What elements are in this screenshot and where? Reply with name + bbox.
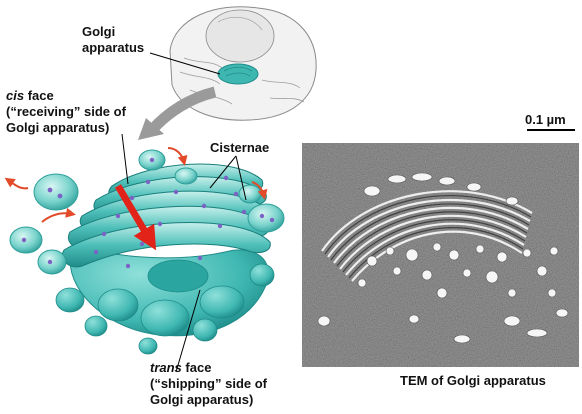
- trans-label-line2: (“shipping” side of: [150, 376, 267, 391]
- zoom-curve-arrowhead: [138, 118, 164, 140]
- vesicle: [138, 149, 166, 171]
- trans-face-label: trans face (“shipping” side of Golgi app…: [150, 360, 267, 408]
- cisternae-label: Cisternae: [210, 140, 270, 155]
- vesicle: [37, 249, 67, 275]
- vesicle: [33, 173, 79, 211]
- golgi-label-line1: Golgi: [82, 24, 116, 39]
- golgi-leader-line: [149, 52, 221, 75]
- vesicle: [247, 203, 285, 233]
- tem-micrograph: [302, 143, 579, 367]
- trans-leader-line: [175, 289, 201, 373]
- vesicle: [9, 226, 43, 254]
- vesicle: [192, 318, 218, 342]
- zoom-curve-arrow: [147, 86, 217, 134]
- cis-face-word: face: [24, 88, 54, 103]
- vesicle: [55, 287, 85, 313]
- vesicles: [9, 149, 285, 355]
- cis-to-trans-arrow: [114, 184, 157, 251]
- cis-label-line2: (“receiving” side of: [6, 104, 126, 119]
- cis-label-line3: Golgi apparatus): [6, 120, 110, 135]
- vesicle: [249, 263, 275, 287]
- golgi-stack: [62, 163, 271, 337]
- vesicle: [84, 315, 108, 337]
- golgi-apparatus-label: Golgi apparatus: [82, 24, 144, 56]
- tem-caption: TEM of Golgi apparatus: [400, 373, 546, 388]
- vesicle-movement-arrows: [4, 147, 268, 223]
- golgi-label-line2: apparatus: [82, 40, 145, 55]
- vesicle: [174, 167, 198, 185]
- cisternae-leader-line-1: [209, 155, 237, 189]
- cis-face-label: cis face (“receiving” side of Golgi appa…: [6, 88, 126, 136]
- scale-bar-label: 0.1 µm: [525, 112, 566, 127]
- vesicle: [238, 184, 262, 204]
- cis-italic: cis: [6, 88, 25, 103]
- cisternae-leader-line-2: [235, 155, 247, 201]
- trans-face-word: face: [181, 360, 212, 375]
- cis-leader-line: [121, 133, 129, 185]
- trans-italic: trans: [150, 360, 182, 375]
- vesicle: [138, 337, 158, 355]
- trans-label-line3: Golgi apparatus): [150, 392, 254, 407]
